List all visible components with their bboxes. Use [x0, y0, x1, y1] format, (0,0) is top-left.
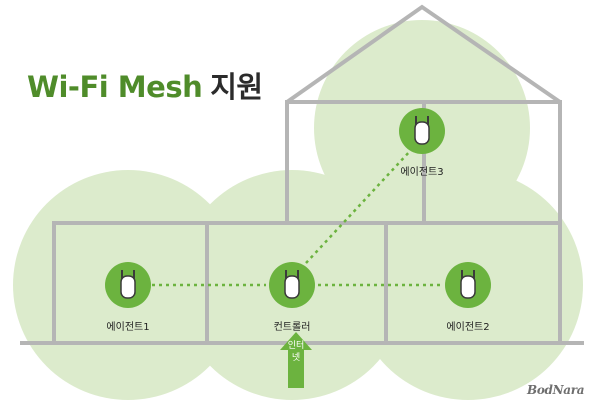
agent1-label: 에이전트1	[106, 322, 150, 333]
house-roof	[285, 4, 562, 104]
house-outline	[20, 4, 584, 345]
controller-label: 컨트롤러	[273, 322, 311, 333]
mesh-router-icon-controller	[269, 262, 315, 308]
mesh-router-icon-agent2	[445, 262, 491, 308]
up-arrow-icon	[280, 332, 312, 388]
title-korean: 지원	[210, 70, 263, 104]
link-controller-agent3	[305, 149, 412, 264]
agent3-label: 에이전트3	[400, 167, 444, 178]
watermark: BodNara	[527, 383, 585, 397]
internet-label: 인터넷	[287, 341, 305, 363]
mesh-router-icon-agent3	[399, 108, 445, 154]
agent2-label: 에이전트2	[446, 322, 490, 333]
title-english: Wi-Fi Mesh	[27, 70, 203, 104]
mesh-links	[152, 149, 444, 287]
mesh-router-icon-agent1	[105, 262, 151, 308]
